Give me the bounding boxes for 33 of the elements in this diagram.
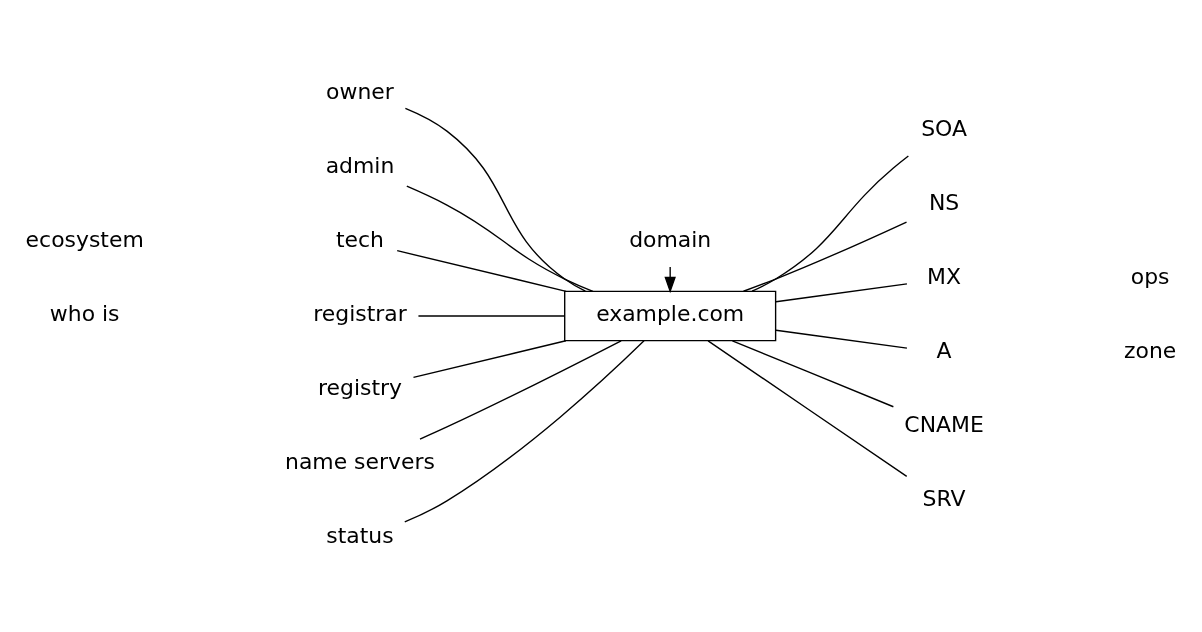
node-text: MX	[927, 264, 962, 290]
connector	[404, 107, 587, 292]
node-text: admin	[325, 153, 395, 179]
node-text: A	[936, 338, 952, 364]
node-text: tech	[335, 227, 384, 253]
connector	[775, 283, 908, 303]
connector	[396, 250, 567, 292]
connector	[412, 340, 567, 379]
arrow	[664, 266, 676, 294]
label: zone	[1124, 338, 1177, 364]
node-text: name servers	[285, 449, 435, 475]
node-text: CNAME	[904, 412, 984, 438]
node-text: NS	[928, 190, 960, 216]
connector	[419, 340, 622, 440]
node-text: registry	[317, 375, 402, 401]
node-text: registrar	[313, 301, 407, 327]
connector	[775, 329, 908, 349]
node-text: domain	[629, 227, 712, 253]
connector	[731, 340, 895, 408]
connector	[742, 221, 908, 292]
connector	[404, 340, 645, 523]
node-text: status	[326, 523, 394, 549]
node-text: owner	[326, 79, 394, 105]
connector	[707, 340, 908, 478]
node-text: SRV	[922, 486, 966, 512]
label: who is	[49, 301, 120, 327]
label: ops	[1130, 264, 1170, 290]
connector	[417, 315, 566, 317]
label: ecosystem	[25, 227, 144, 253]
connector	[406, 185, 594, 292]
node-text: SOA	[921, 116, 967, 142]
connector	[751, 155, 910, 292]
node-box: example.com	[564, 290, 777, 342]
